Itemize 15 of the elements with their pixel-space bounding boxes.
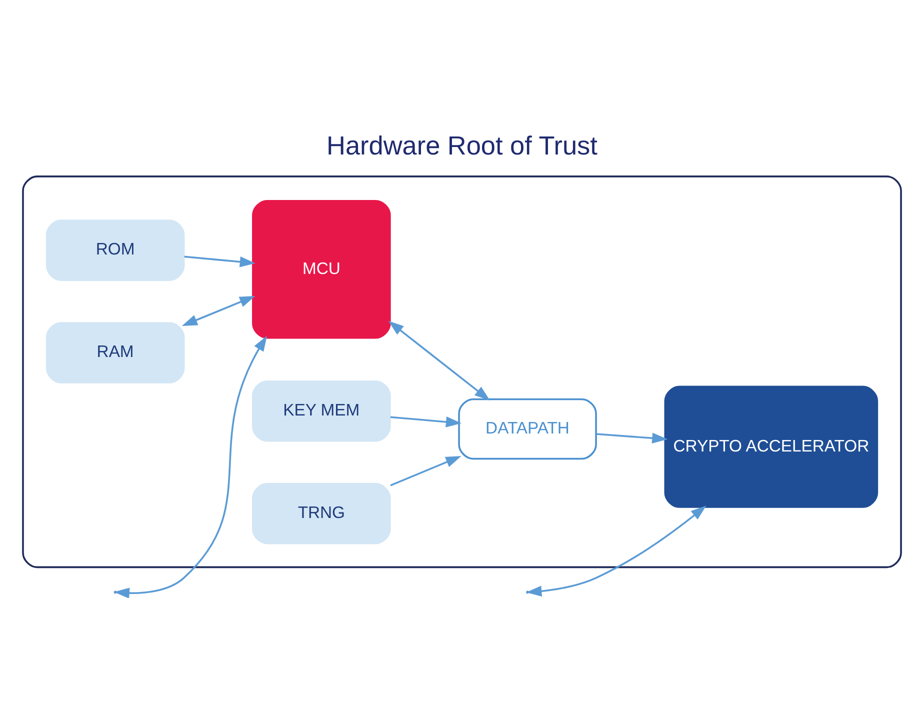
arrow [388, 320, 490, 401]
arrow [390, 416, 462, 428]
node-box: MCU [252, 200, 391, 339]
node-box: CRYPTO ACCELERATOR [664, 386, 878, 508]
node-box: RAM [46, 322, 185, 384]
cluster [22, 176, 902, 568]
node-box: KEY MEM [252, 380, 391, 442]
node-box: TRNG [252, 482, 391, 544]
arrow [390, 456, 462, 486]
arrow [184, 256, 256, 268]
node-box: DATAPATH [458, 398, 597, 460]
arrow [182, 296, 256, 326]
node-box: ROM [46, 220, 185, 281]
diagram-title: Hardware Root of Trust [326, 130, 598, 160]
arrow [596, 432, 668, 444]
